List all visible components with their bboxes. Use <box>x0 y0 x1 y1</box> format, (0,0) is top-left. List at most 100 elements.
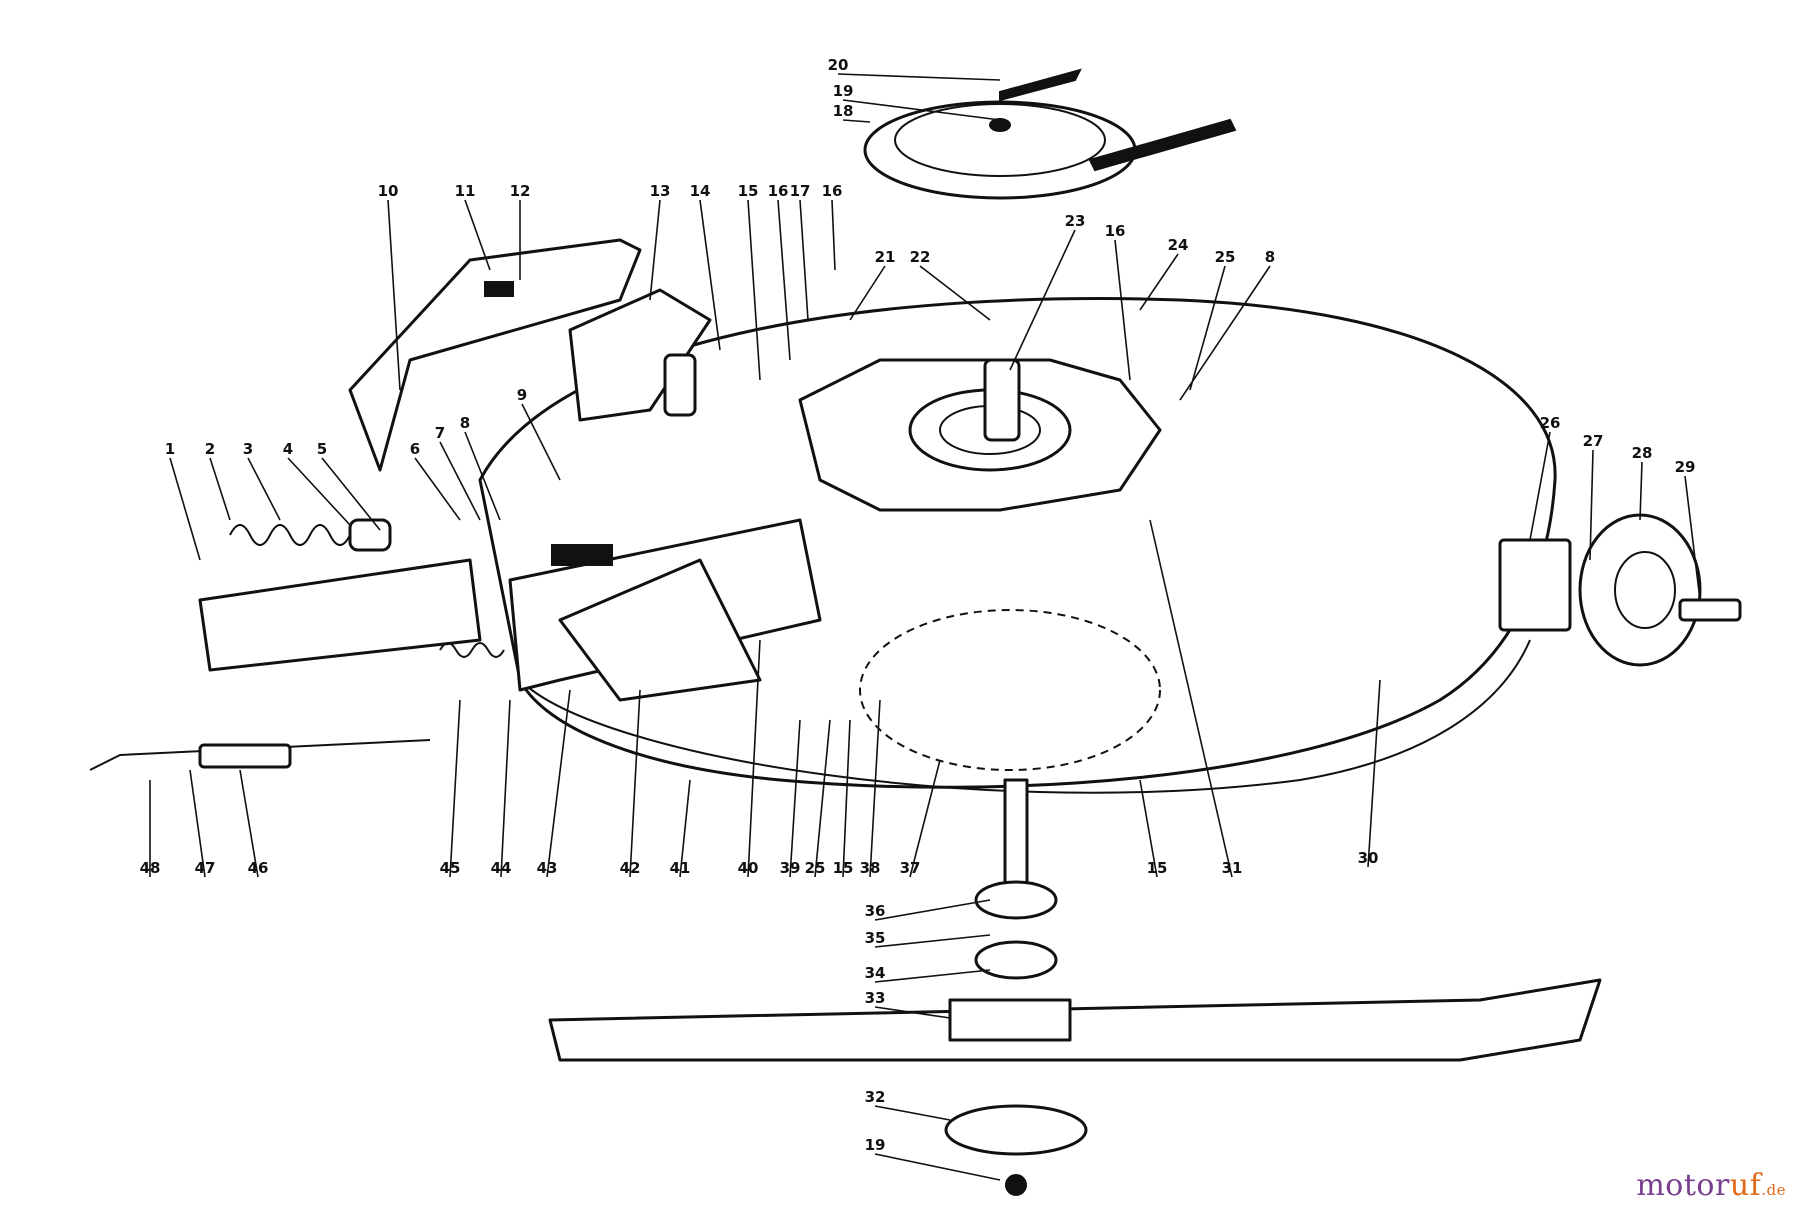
callout-leader <box>1189 265 1226 391</box>
callout-label: 20 <box>828 56 849 74</box>
callout-leader <box>239 769 259 878</box>
callout-label: 28 <box>1632 444 1653 462</box>
blade-assembly <box>548 778 1602 1196</box>
wheel <box>1498 513 1742 667</box>
callout-leader <box>874 1105 951 1121</box>
callout-label: 36 <box>865 902 886 920</box>
callout-leader <box>874 899 991 921</box>
callout-label: 7 <box>435 424 445 442</box>
callout-label: 17 <box>790 182 811 200</box>
watermark-tld: .de <box>1761 1181 1786 1199</box>
callout-label: 8 <box>1265 248 1275 266</box>
callout-leader <box>1179 265 1271 401</box>
callout-label: 16 <box>768 182 789 200</box>
callout-leader <box>546 689 571 878</box>
callout-label: 2 <box>205 440 215 458</box>
callout-label: 35 <box>865 929 886 947</box>
callout-leader <box>414 457 461 521</box>
callout-label: 9 <box>517 386 527 404</box>
callout-label: 26 <box>1540 414 1561 432</box>
callout-label: 34 <box>865 964 886 982</box>
callout-label: 47 <box>195 859 216 877</box>
callout-leader <box>747 199 761 381</box>
callout-label: 25 <box>1215 248 1236 266</box>
callout-leader <box>831 199 836 271</box>
callout-label: 30 <box>1358 849 1379 867</box>
callout-leader <box>287 457 351 526</box>
callout-label: 22 <box>910 248 931 266</box>
callout-leader <box>247 457 281 521</box>
callout-leader <box>837 73 1001 81</box>
callout-label: 15 <box>1147 859 1168 877</box>
callout-leader <box>777 199 791 361</box>
callout-label: 37 <box>900 859 921 877</box>
callout-leader <box>799 199 809 321</box>
callout-label: 8 <box>460 414 470 432</box>
callout-leader <box>842 119 871 123</box>
callout-label: 41 <box>670 859 691 877</box>
callout-label: 39 <box>780 859 801 877</box>
callout-leader <box>874 934 991 948</box>
watermark-accent: uf <box>1729 1168 1762 1203</box>
callout-label: 23 <box>1065 212 1086 230</box>
callout-label: 1 <box>165 440 175 458</box>
extension-spring <box>439 642 505 658</box>
front-bracket <box>198 518 822 702</box>
callout-leader <box>849 265 886 321</box>
callout-leader <box>699 199 721 351</box>
underside-plate <box>859 609 1161 771</box>
callout-leader <box>439 441 481 521</box>
callout-label: 12 <box>510 182 531 200</box>
adjuster-rod <box>89 739 431 771</box>
callout-label: 45 <box>440 859 461 877</box>
callout-label: 43 <box>537 859 558 877</box>
callout-leader <box>789 719 801 878</box>
callout-leader <box>874 1153 1001 1181</box>
callout-label: 16 <box>1105 222 1126 240</box>
callout-leader <box>387 199 401 391</box>
callout-leader <box>521 403 561 481</box>
callout-leader <box>1139 253 1179 311</box>
callout-label: 6 <box>410 440 420 458</box>
callout-leader <box>1139 779 1158 878</box>
callout-leader <box>919 265 991 321</box>
callout-leader <box>1009 229 1076 371</box>
callout-leader <box>679 779 691 878</box>
callout-label: 31 <box>1222 859 1243 877</box>
callout-label: 33 <box>865 989 886 1007</box>
callout-leader <box>869 699 881 878</box>
compression-spring <box>229 518 392 552</box>
callout-label: 15 <box>833 859 854 877</box>
callout-label: 46 <box>248 859 269 877</box>
watermark-brand: motor <box>1636 1168 1730 1203</box>
callout-label: 16 <box>822 182 843 200</box>
callout-leader <box>842 719 851 878</box>
callout-label: 14 <box>690 182 711 200</box>
callout-leader <box>629 689 641 878</box>
callout-label: 27 <box>1583 432 1604 450</box>
callout-leader <box>1149 519 1233 878</box>
discharge-chute <box>348 238 642 472</box>
watermark-logo: motoruf.de <box>1636 1168 1786 1203</box>
callout-leader <box>1529 431 1551 541</box>
callout-label: 19 <box>833 82 854 100</box>
callout-leader <box>1589 449 1594 561</box>
spindle-pulley <box>863 68 1237 200</box>
callout-leader <box>464 199 491 271</box>
callout-leader <box>321 457 381 531</box>
callout-leader <box>874 969 991 983</box>
callout-label: 48 <box>140 859 161 877</box>
callout-label: 38 <box>860 859 881 877</box>
callout-leader <box>449 699 461 878</box>
callout-label: 24 <box>1168 236 1189 254</box>
callout-label: 25 <box>805 859 826 877</box>
callout-label: 11 <box>455 182 476 200</box>
callout-label: 4 <box>283 440 293 458</box>
callout-leader <box>500 699 511 878</box>
callout-label: 10 <box>378 182 399 200</box>
callout-label: 29 <box>1675 458 1696 476</box>
callout-label: 5 <box>317 440 327 458</box>
